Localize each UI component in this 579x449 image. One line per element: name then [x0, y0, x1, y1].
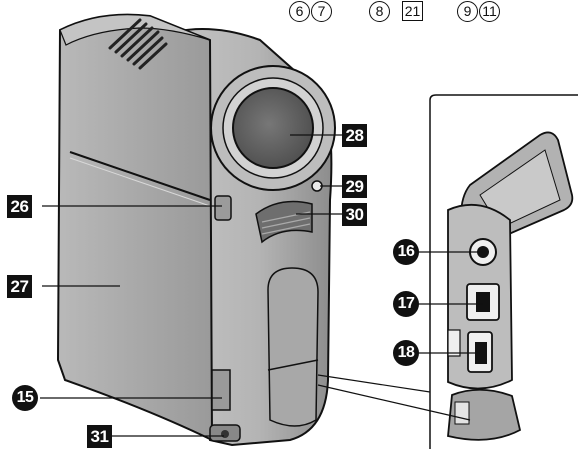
lens [232, 87, 314, 169]
inset-frame [429, 94, 578, 449]
callout-28: 28 [342, 124, 367, 147]
ref-6: 6 [289, 1, 310, 22]
ref-21: 21 [401, 1, 424, 21]
callout-16: 16 [393, 239, 419, 265]
callout-29: 29 [342, 175, 367, 198]
ref-7: 7 [311, 1, 332, 22]
lcd-seam [69, 151, 211, 201]
lcd-latch [211, 369, 231, 411]
callout-17: 17 [393, 291, 419, 317]
callout-18: 18 [393, 340, 419, 366]
button-26 [214, 195, 232, 221]
ref-11: 11 [479, 1, 500, 22]
speaker-grille [108, 18, 168, 70]
callout-27: 27 [7, 275, 32, 298]
lcd-top-bevel [59, 14, 211, 46]
callout-30: 30 [342, 203, 367, 226]
ref-8: 8 [369, 1, 390, 22]
callout-31: 31 [87, 425, 112, 448]
ref-9: 9 [457, 1, 478, 22]
leader-lines [40, 134, 483, 437]
top-reference-group-2: 8 21 [369, 0, 424, 22]
callout-26: 26 [7, 195, 32, 218]
side-cover [267, 267, 319, 427]
lcd-panel [56, 13, 214, 442]
callout-15: 15 [12, 385, 38, 411]
